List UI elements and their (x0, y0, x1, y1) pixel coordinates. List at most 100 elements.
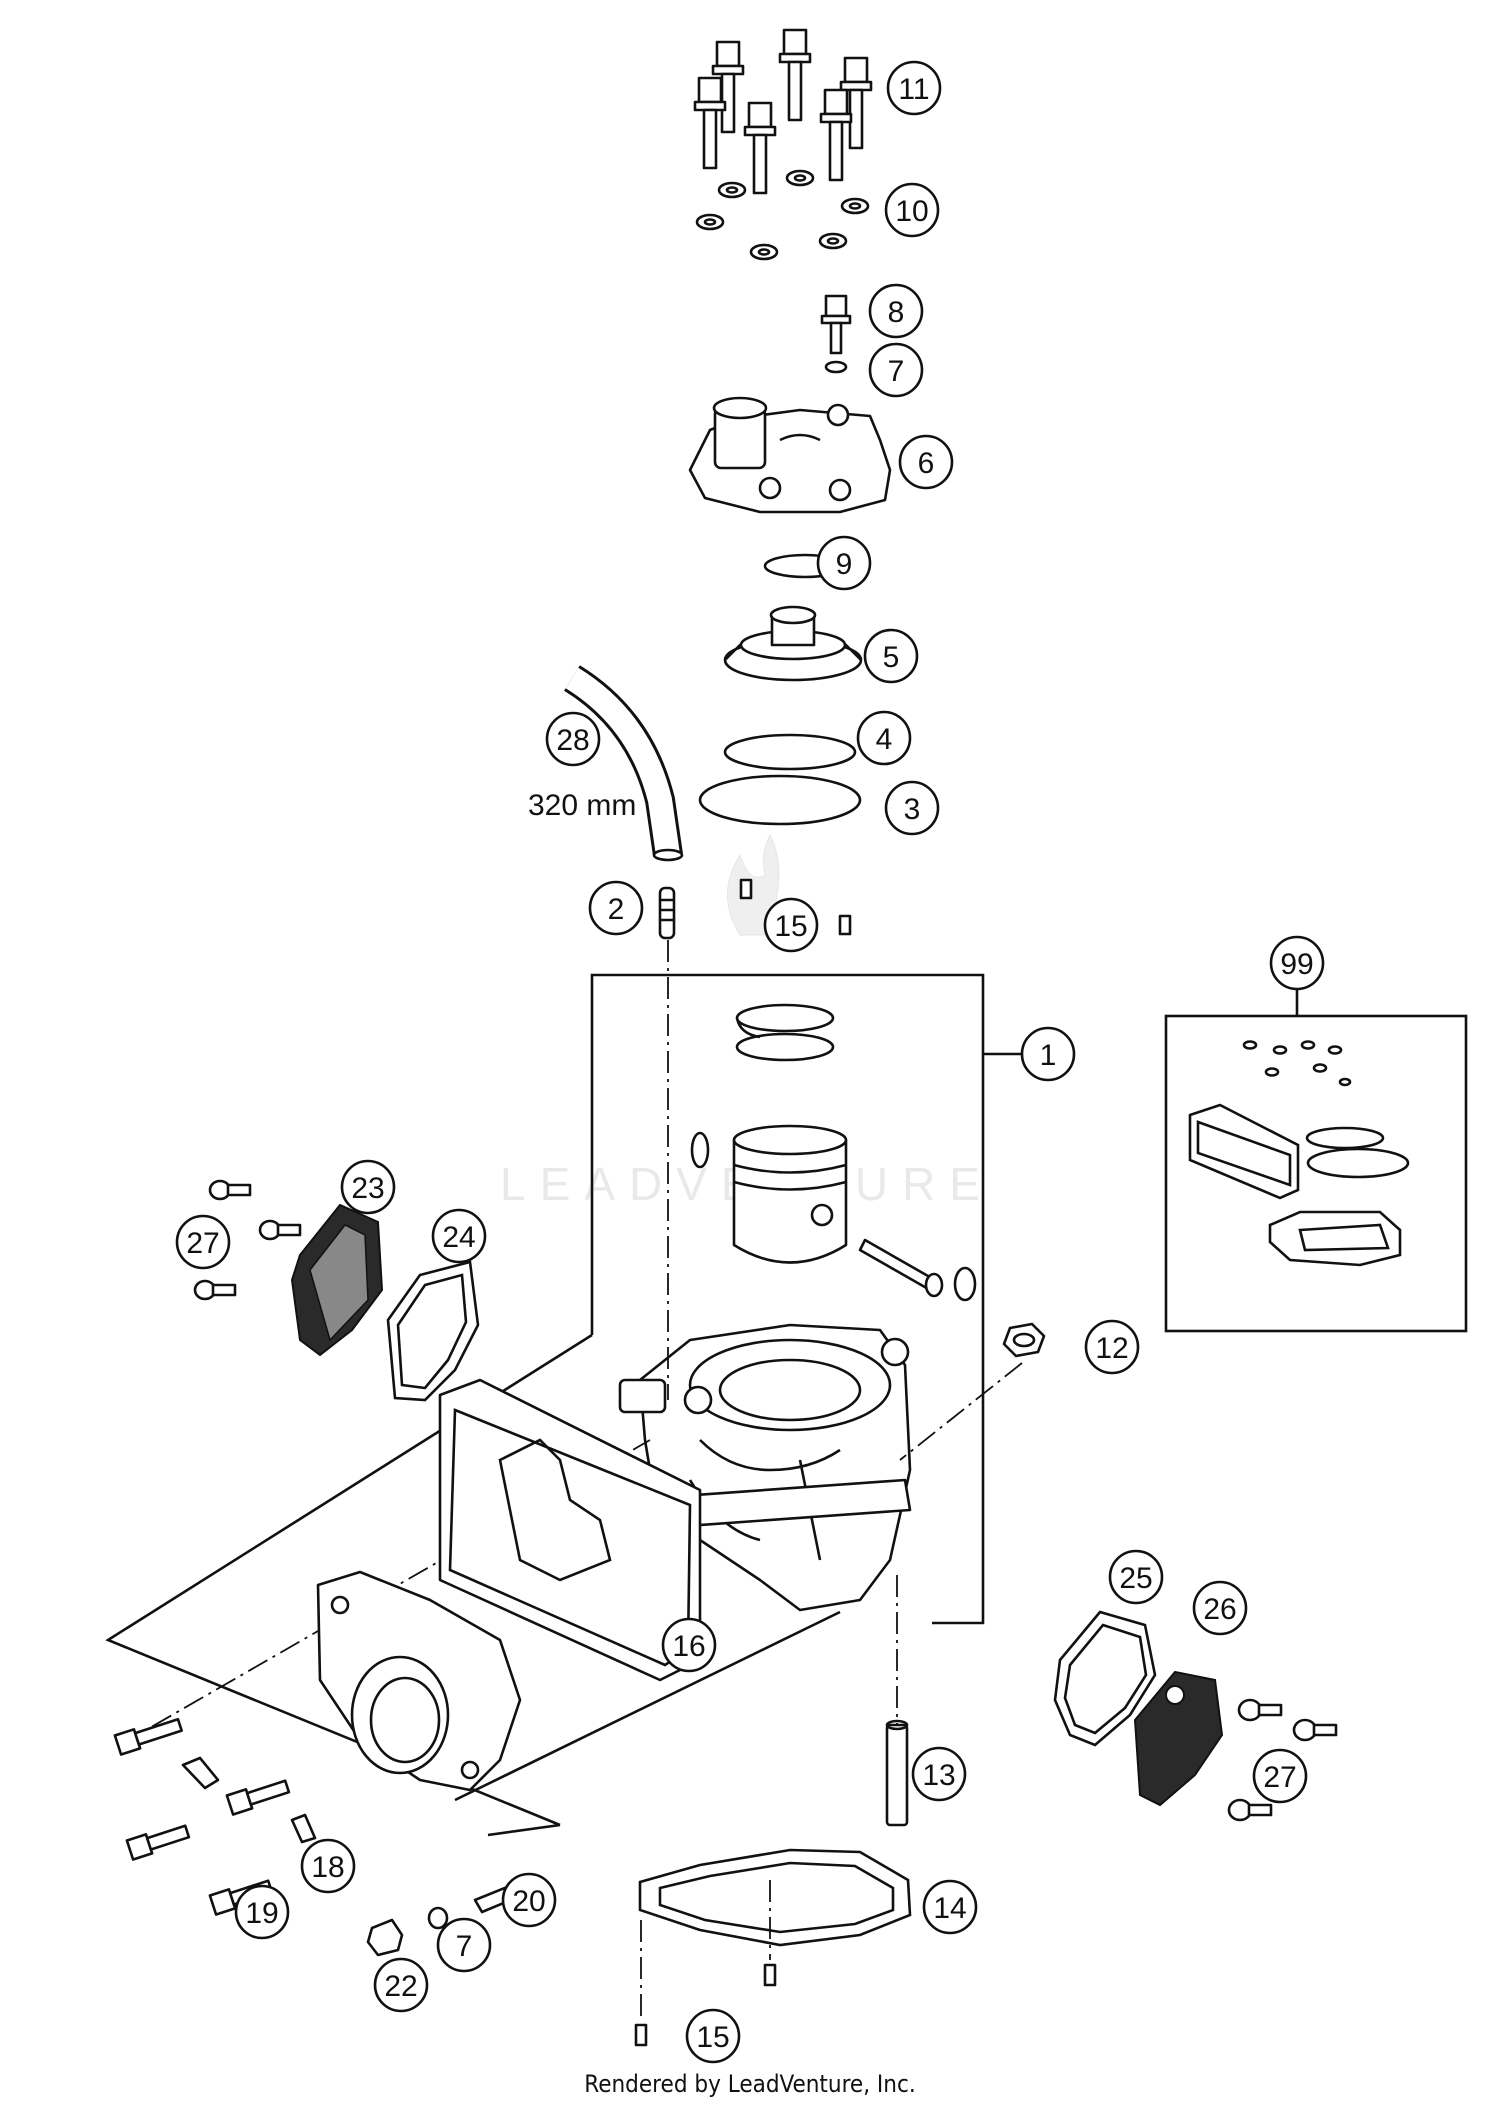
callout-26[interactable]: 26 (1192, 1580, 1248, 1636)
svg-text:5: 5 (883, 641, 900, 674)
callout-5[interactable]: 5 (863, 628, 919, 684)
combustion-chamber-insert (723, 605, 863, 682)
flange-bolts (113, 1717, 291, 1916)
svg-text:7: 7 (456, 1930, 473, 1963)
piston-pin (858, 1238, 944, 1298)
svg-text:6: 6 (918, 447, 935, 480)
exhaust-cover (1133, 1670, 1224, 1807)
callout-28[interactable]: 28 (545, 711, 601, 767)
svg-text:27: 27 (186, 1227, 219, 1260)
exhaust-cover-screws (1227, 1698, 1338, 1822)
callout-9[interactable]: 9 (816, 535, 872, 591)
svg-text:28: 28 (556, 724, 589, 757)
svg-text:20: 20 (512, 1885, 545, 1918)
svg-text:11: 11 (898, 73, 929, 106)
cable-clip (181, 1756, 220, 1790)
callout-18[interactable]: 18 (300, 1838, 356, 1894)
svg-text:19: 19 (245, 1897, 278, 1930)
o-ring-4 (723, 733, 857, 771)
head-bolts (693, 28, 873, 195)
callout-20[interactable]: 20 (501, 1872, 557, 1928)
svg-text:12: 12 (1095, 1332, 1128, 1365)
o-ring-3 (698, 774, 862, 826)
dowel-pin (763, 1963, 777, 1987)
group-bracket-1 (590, 973, 985, 1625)
svg-text:25: 25 (1119, 1562, 1152, 1595)
svg-text:23: 23 (351, 1172, 384, 1205)
callout-12[interactable]: 12 (1084, 1319, 1140, 1375)
callout-11[interactable]: 11 (886, 60, 942, 116)
svg-text:13: 13 (922, 1759, 955, 1792)
callout-99[interactable]: 99 (1269, 935, 1325, 991)
callout-27-left[interactable]: 27 (175, 1214, 231, 1270)
callout-15-top[interactable]: 15 (763, 897, 819, 953)
cover-screws (193, 1179, 302, 1301)
callout-3[interactable]: 3 (884, 780, 940, 836)
callout-22[interactable]: 22 (373, 1957, 429, 2013)
circlip (690, 1131, 710, 1169)
svg-text:14: 14 (933, 1892, 966, 1925)
head-plug-bolt (820, 294, 852, 374)
callout-7-bottom[interactable]: 7 (436, 1917, 492, 1973)
hose: 320 mm (528, 665, 684, 862)
gasket-kit-box (1164, 990, 1468, 1333)
svg-text:7: 7 (888, 355, 905, 388)
svg-text:10: 10 (895, 195, 928, 228)
circlip (953, 1266, 977, 1302)
head-washers (695, 169, 870, 261)
callout-7[interactable]: 7 (868, 342, 924, 398)
dowel-pin (739, 878, 753, 900)
svg-text:8: 8 (888, 296, 905, 329)
reed-box-outline (487, 1823, 561, 1837)
callout-19[interactable]: 19 (234, 1884, 290, 1940)
svg-text:4: 4 (876, 723, 893, 756)
exhaust-cover-gasket (1053, 1610, 1157, 1747)
svg-text:16: 16 (672, 1630, 705, 1663)
reed-box-outline (454, 1610, 841, 1802)
dowel-pin (838, 914, 852, 936)
piston-rings (735, 1003, 835, 1062)
callout-14[interactable]: 14 (922, 1879, 978, 1935)
callout-27-right[interactable]: 27 (1252, 1748, 1308, 1804)
cylinder-nut (1002, 1322, 1046, 1358)
callout-6[interactable]: 6 (898, 434, 954, 490)
svg-text:27: 27 (1263, 1761, 1296, 1794)
callout-16[interactable]: 16 (661, 1617, 717, 1673)
svg-text:18: 18 (311, 1851, 344, 1884)
callout-10[interactable]: 10 (884, 182, 940, 238)
piston (732, 1124, 848, 1264)
callout-1[interactable]: 1 (1020, 1026, 1076, 1082)
callout-8[interactable]: 8 (868, 283, 924, 339)
callout-25[interactable]: 25 (1108, 1549, 1164, 1605)
center-line (899, 1362, 1023, 1461)
callout-15-bottom[interactable]: 15 (685, 2008, 741, 2064)
dowel-pin (634, 2023, 648, 2047)
hose-length-label: 320 mm (528, 789, 636, 822)
intake-flange (316, 1570, 522, 1792)
callout-24[interactable]: 24 (431, 1208, 487, 1264)
callout-2[interactable]: 2 (588, 880, 644, 936)
svg-text:15: 15 (696, 2021, 729, 2054)
reed-cover-gasket (386, 1260, 480, 1402)
svg-text:15: 15 (774, 910, 807, 943)
cylinder-head (688, 396, 892, 514)
callout-4[interactable]: 4 (856, 710, 912, 766)
base-gasket (638, 1848, 912, 1947)
svg-text:9: 9 (836, 548, 853, 581)
cable-clip (290, 1813, 317, 1844)
svg-text:1: 1 (1040, 1039, 1057, 1072)
svg-text:99: 99 (1280, 948, 1313, 981)
svg-text:24: 24 (442, 1221, 475, 1254)
cylinder-stud (885, 1719, 909, 1827)
callout-23[interactable]: 23 (340, 1159, 396, 1215)
footer-credit: Rendered by LeadVenture, Inc. (584, 2070, 915, 2098)
svg-text:3: 3 (904, 793, 921, 826)
callout-13[interactable]: 13 (911, 1746, 967, 1802)
svg-text:26: 26 (1203, 1593, 1236, 1626)
svg-text:22: 22 (384, 1970, 417, 2003)
cylinder (618, 1323, 912, 1612)
reed-cover (290, 1203, 384, 1357)
svg-text:2: 2 (608, 893, 625, 926)
bleed-nipple (658, 886, 676, 940)
